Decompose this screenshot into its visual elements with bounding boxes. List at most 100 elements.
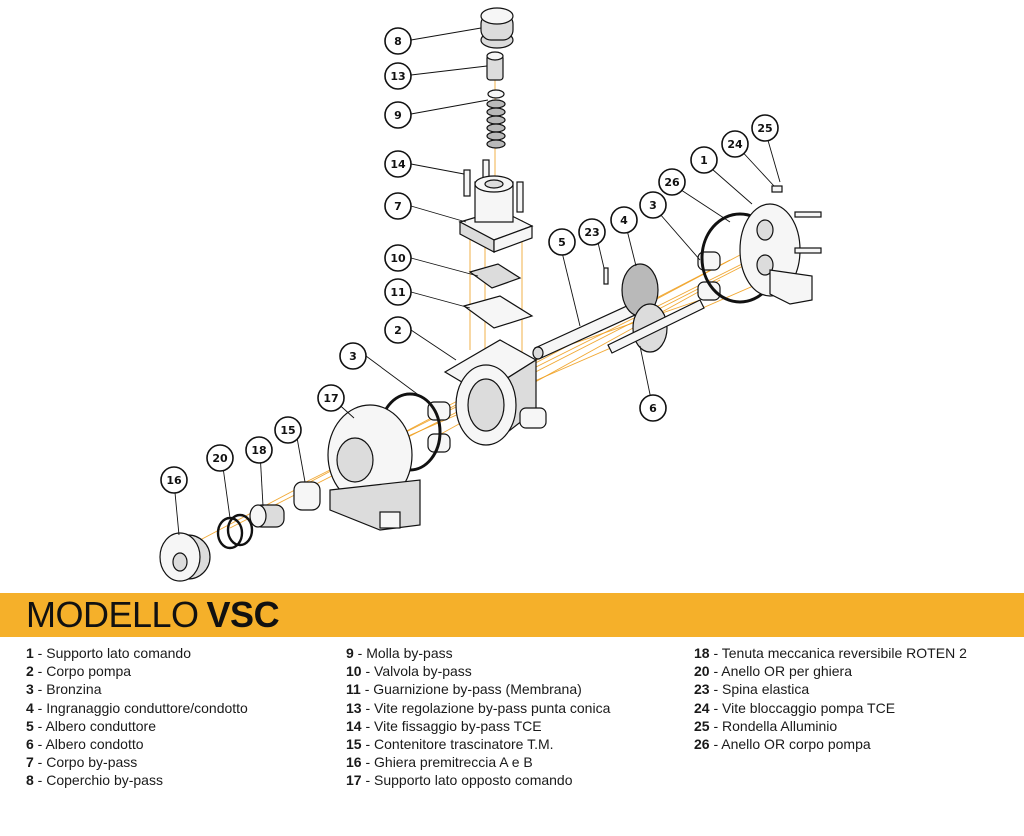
- legend-item: 16 - Ghiera premitreccia A e B: [346, 753, 610, 771]
- callout-14: 14: [384, 150, 412, 178]
- callout-10: 10: [384, 244, 412, 272]
- legend-item: 11 - Guarnizione by-pass (Membrana): [346, 680, 610, 698]
- callout-15: 15: [274, 416, 302, 444]
- part-support-opposite-side: [327, 404, 421, 531]
- legend-item: 14 - Vite fissaggio by-pass TCE: [346, 717, 610, 735]
- legend-item-text: - Contenitore trascinatore T.M.: [361, 736, 554, 753]
- legend-item-text: - Albero conduttore: [33, 717, 156, 734]
- legend-item: 7 - Corpo by-pass: [26, 753, 248, 771]
- svg-text:13: 13: [390, 70, 405, 83]
- legend-item-number: 4: [26, 699, 34, 716]
- legend-item-text: - Anello OR corpo pompa: [709, 736, 871, 753]
- svg-text:3: 3: [349, 350, 357, 363]
- legend-column-3: 18 - Tenuta meccanica reversibile ROTEN …: [694, 644, 967, 753]
- svg-text:5: 5: [558, 236, 566, 249]
- callout-25: 25: [751, 114, 779, 142]
- callout-9: 9: [384, 101, 412, 129]
- legend-item-text: - Corpo by-pass: [33, 754, 138, 771]
- svg-text:8: 8: [394, 35, 402, 48]
- legend-item: 6 - Albero condotto: [26, 735, 248, 753]
- part-spring: [486, 89, 506, 149]
- legend-item-number: 9: [346, 645, 354, 661]
- svg-text:17: 17: [323, 392, 338, 405]
- callout-2: 2: [384, 316, 412, 344]
- legend-item-text: - Corpo pompa: [33, 663, 132, 680]
- callout-1: 1: [690, 146, 718, 174]
- legend-item: 24 - Vite bloccaggio pompa TCE: [694, 699, 967, 717]
- model-title-prefix: MODELLO: [26, 594, 199, 635]
- legend-item: 1 - Supporto lato comando: [26, 644, 248, 662]
- legend-item-number: 16: [346, 754, 362, 771]
- svg-text:24: 24: [727, 138, 743, 151]
- callout-23: 23: [578, 218, 606, 246]
- svg-text:26: 26: [664, 176, 680, 189]
- callout-6: 6: [639, 394, 667, 422]
- legend-item: 18 - Tenuta meccanica reversibile ROTEN …: [694, 644, 967, 662]
- part-elastic-pin: [603, 267, 609, 285]
- svg-text:10: 10: [390, 252, 406, 265]
- legend-item: 15 - Contenitore trascinatore T.M.: [346, 735, 610, 753]
- part-bypass-body: [458, 175, 534, 253]
- legend-item-text: - Ghiera premitreccia A e B: [361, 754, 533, 771]
- callout-3-right: 3: [639, 191, 667, 219]
- legend-item-number: 7: [26, 754, 34, 771]
- legend-item: 10 - Valvola by-pass: [346, 662, 610, 680]
- legend-item-number: 25: [694, 717, 710, 734]
- part-cover-bypass: [480, 7, 514, 49]
- legend-item: 17 - Supporto lato opposto comando: [346, 771, 610, 789]
- legend-item-text: - Valvola by-pass: [361, 663, 472, 680]
- callout-17: 17: [317, 384, 345, 412]
- callout-24: 24: [721, 130, 749, 158]
- legend-item-number: 13: [346, 699, 362, 716]
- legend-item-number: 23: [694, 681, 710, 698]
- svg-text:7: 7: [394, 200, 402, 213]
- legend-item-number: 20: [694, 663, 710, 680]
- callout-16: 16: [160, 466, 188, 494]
- legend-item-text: - Tenuta meccanica reversibile ROTEN 2: [709, 645, 967, 661]
- legend-item-text: - Guarnizione by-pass (Membrana): [360, 681, 582, 698]
- legend-item-number: 5: [26, 717, 34, 734]
- legend-item-number: 18: [694, 645, 710, 661]
- legend-item: 4 - Ingranaggio conduttore/condotto: [26, 699, 248, 717]
- part-orings-ring-nut: [216, 513, 254, 550]
- svg-text:1: 1: [700, 154, 708, 167]
- legend-item-text: - Vite regolazione by-pass punta conica: [361, 699, 611, 716]
- callout-7: 7: [384, 192, 412, 220]
- legend-item: 9 - Molla by-pass: [346, 644, 610, 662]
- part-ring-nut: [159, 532, 211, 582]
- model-title-name: VSC: [206, 594, 280, 635]
- legend-item-text: - Molla by-pass: [353, 645, 453, 661]
- legend-item: 13 - Vite regolazione by-pass punta coni…: [346, 699, 610, 717]
- legend-item: 3 - Bronzina: [26, 680, 248, 698]
- callout-8: 8: [384, 27, 412, 55]
- legend-item-text: - Spina elastica: [709, 681, 810, 698]
- legend-item-text: - Supporto lato comando: [33, 645, 192, 661]
- part-adjust-screw: [486, 51, 504, 81]
- legend-item-number: 3: [26, 681, 34, 698]
- legend-item: 26 - Anello OR corpo pompa: [694, 735, 967, 753]
- legend-item-number: 1: [26, 645, 34, 661]
- part-support-drive-side: [739, 203, 822, 305]
- part-bypass-valve: [468, 263, 522, 289]
- legend-item-number: 8: [26, 772, 34, 789]
- legend-item: 8 - Coperchio by-pass: [26, 771, 248, 789]
- legend-item: 20 - Anello OR per ghiera: [694, 662, 967, 680]
- legend-item-text: - Anello OR per ghiera: [709, 663, 852, 680]
- part-bypass-gasket: [462, 295, 534, 329]
- legend-item-text: - Coperchio by-pass: [33, 772, 163, 789]
- svg-text:25: 25: [757, 122, 772, 135]
- callout-3-left: 3: [339, 342, 367, 370]
- legend-item-number: 14: [346, 717, 362, 734]
- svg-text:20: 20: [212, 452, 228, 465]
- legend-item-text: - Vite bloccaggio pompa TCE: [709, 699, 896, 716]
- svg-text:11: 11: [390, 286, 405, 299]
- legend-item-number: 24: [694, 699, 710, 716]
- callout-11: 11: [384, 278, 412, 306]
- legend-item-number: 10: [346, 663, 362, 680]
- svg-text:23: 23: [584, 226, 599, 239]
- svg-text:6: 6: [649, 402, 657, 415]
